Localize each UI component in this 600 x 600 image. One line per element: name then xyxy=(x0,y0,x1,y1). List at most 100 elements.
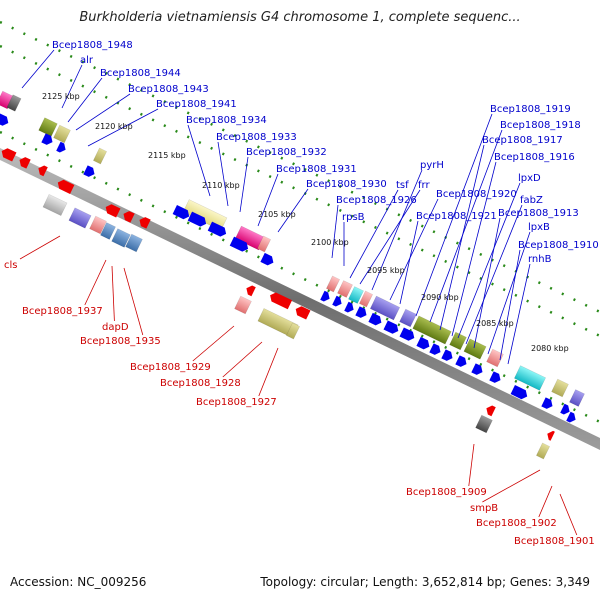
chromosome-backbone xyxy=(0,148,600,450)
cog-feature-block xyxy=(514,365,546,391)
reverse-orf-arrow xyxy=(295,306,311,320)
cog-feature-block xyxy=(257,235,271,253)
gene-label-forward: Bcep1808_1918 xyxy=(500,120,581,131)
tick-label: 2085 kbp xyxy=(476,319,514,328)
forward-label-leader xyxy=(371,169,423,291)
cog-feature-block xyxy=(399,308,417,328)
gene-label-forward: Bcep1808_1948 xyxy=(52,40,133,51)
gene-label-forward: fabZ xyxy=(520,195,543,206)
forward-label-leader xyxy=(277,188,309,233)
gene-label-forward: Bcep1808_1932 xyxy=(246,147,327,158)
forward-orf-arrow xyxy=(429,343,441,355)
gene-labels: Bcep1808_1948alrBcep1808_1944Bcep1808_19… xyxy=(4,40,599,547)
forward-orf-arrow xyxy=(207,221,227,237)
forward-label-leader xyxy=(499,249,521,361)
map-title: Burkholderia vietnamiensis G4 chromosome… xyxy=(79,10,521,25)
forward-orf-arrow xyxy=(399,327,415,341)
gene-label-reverse: Bcep1808_1935 xyxy=(80,336,161,347)
forward-label-leader xyxy=(415,113,493,317)
forward-label-leader xyxy=(487,231,531,355)
gene-label-forward: Bcep1808_1944 xyxy=(100,68,181,79)
forward-label-leader xyxy=(507,263,531,365)
forward-orf-arrow xyxy=(41,133,53,145)
reverse-label-leader xyxy=(468,443,475,487)
cog-feature-block xyxy=(569,389,585,407)
forward-label-leader xyxy=(349,189,399,279)
gene-label-forward: Bcep1808_1917 xyxy=(482,135,563,146)
forward-orf-arrow xyxy=(416,336,430,350)
forward-orf-arrow xyxy=(320,290,330,302)
forward-orf-arrow xyxy=(489,371,501,383)
forward-orf-arrow xyxy=(187,211,207,227)
tick-label: 2105 kbp xyxy=(258,210,296,219)
reverse-label-leader xyxy=(559,493,578,536)
dotted-tracks xyxy=(0,20,600,444)
cog-feature-block xyxy=(234,295,252,315)
gene-label-forward: frr xyxy=(418,180,430,191)
reverse-orf-arrow xyxy=(105,204,121,218)
reverse-orf-arrow xyxy=(270,292,293,310)
gene-label-reverse: Bcep1808_1902 xyxy=(476,518,557,529)
gene-label-forward: Bcep1808_1916 xyxy=(494,152,575,163)
reverse-label-leader xyxy=(258,347,279,397)
cog-feature-block xyxy=(68,207,92,229)
tick-label: 2090 kbp xyxy=(421,293,459,302)
forward-label-leader xyxy=(67,77,103,123)
cog-feature-block xyxy=(53,124,71,144)
forward-label-leader xyxy=(75,93,131,131)
cog-feature-block xyxy=(38,117,58,137)
gene-label-forward: Bcep1808_1934 xyxy=(186,115,267,126)
forward-orf-arrow xyxy=(560,403,570,415)
gene-label-forward: lpxD xyxy=(518,173,541,184)
gene-label-reverse: smpB xyxy=(470,503,498,514)
tick-label: 2120 kbp xyxy=(95,122,133,131)
gene-label-reverse: dapD xyxy=(102,322,129,333)
reverse-label-leader xyxy=(222,341,263,378)
forward-orf-arrow xyxy=(83,165,95,177)
cog-feature-block xyxy=(6,94,22,112)
accession-text: Accession: NC_009256 xyxy=(10,575,147,589)
gene-label-forward: Bcep1808_1920 xyxy=(436,189,517,200)
cog-feature-block xyxy=(412,315,452,345)
cog-feature-block xyxy=(125,233,143,253)
forward-orf-arrow xyxy=(383,320,399,334)
reverse-orf-arrow xyxy=(246,285,256,297)
gene-label-forward: Bcep1808_1943 xyxy=(128,84,209,95)
forward-orf-arrow xyxy=(355,306,367,318)
reverse-orf-arrow xyxy=(19,157,31,169)
gene-label-forward: Bcep1808_1926 xyxy=(336,195,417,206)
gene-label-forward: alr xyxy=(80,55,94,66)
forward-orf-arrow xyxy=(332,295,342,307)
reverse-label-leader xyxy=(192,325,235,362)
reverse-label-leader xyxy=(538,485,553,518)
forward-label-leader xyxy=(217,141,229,207)
gene-label-forward: Bcep1808_1921 xyxy=(416,211,497,222)
reverse-orf-arrow xyxy=(139,217,151,229)
forward-label-leader xyxy=(239,156,249,213)
reverse-label-leader xyxy=(123,267,144,336)
forward-orf-arrow xyxy=(541,397,553,409)
tick-label: 2095 kbp xyxy=(367,266,405,275)
forward-label-leader xyxy=(87,108,159,147)
gene-label-reverse: Bcep1808_1929 xyxy=(130,362,211,373)
forward-label-leader xyxy=(61,64,83,109)
tick-label: 2125 kbp xyxy=(42,92,80,101)
reverse-label-leader xyxy=(482,469,541,503)
forward-label-leader xyxy=(187,124,211,197)
forward-label-leader xyxy=(465,204,523,345)
tick-label: 2080 kbp xyxy=(531,344,569,353)
gene-label-forward: Bcep1808_1941 xyxy=(156,99,237,110)
cog-feature-block xyxy=(551,378,569,398)
forward-label-leader xyxy=(451,161,497,337)
cog-feature-block xyxy=(369,295,401,321)
forward-label-leader xyxy=(257,173,279,227)
forward-orf-arrow xyxy=(510,385,528,400)
gene-label-forward: pyrH xyxy=(420,160,444,171)
tick-label: 2100 kbp xyxy=(311,238,349,247)
gene-label-reverse: cls xyxy=(4,260,18,271)
forward-orf-arrow xyxy=(455,355,467,367)
gene-label-reverse: Bcep1808_1901 xyxy=(514,536,595,547)
forward-label-leader xyxy=(399,220,419,305)
